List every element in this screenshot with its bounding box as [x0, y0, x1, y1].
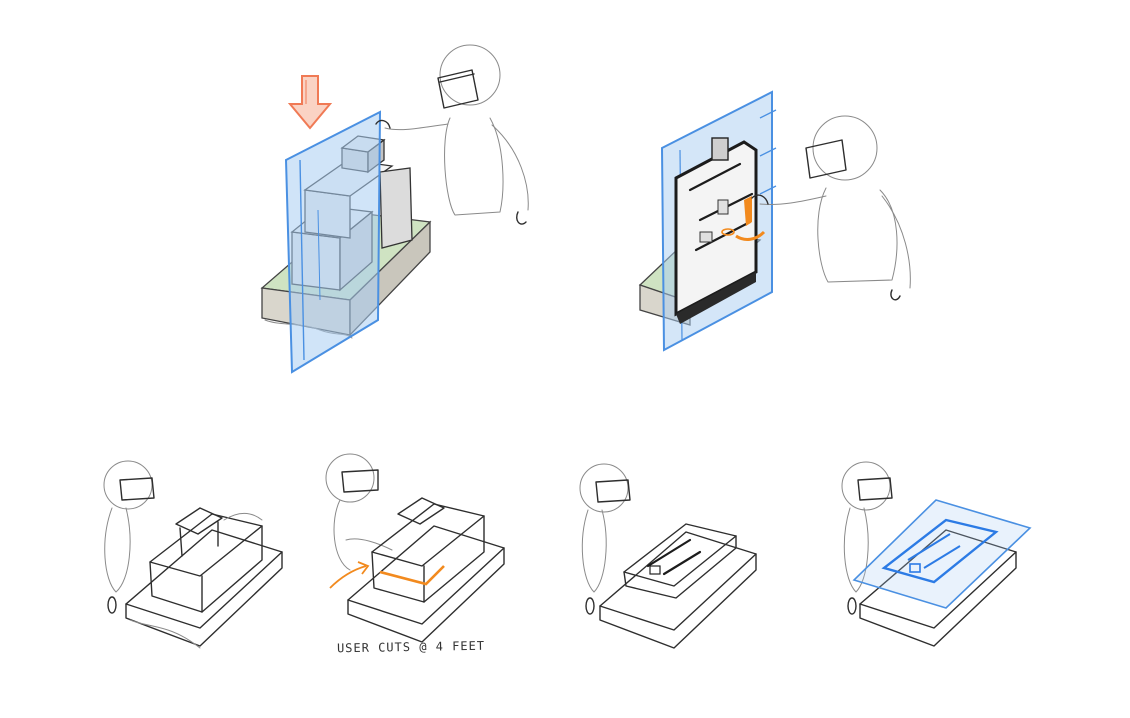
down-arrow-icon — [287, 75, 333, 130]
cut-section — [674, 137, 758, 324]
model-base — [347, 525, 505, 643]
section-plane — [284, 110, 382, 374]
cut-line-marker — [329, 561, 445, 589]
sectioned-model — [881, 518, 999, 584]
storyboard-panel-2 — [325, 453, 505, 643]
vr-user-figure — [751, 115, 911, 301]
section-plane — [852, 499, 1032, 609]
sectioned-model — [623, 523, 737, 599]
panel-2-caption: USER CUTS @ 4 FEET — [336, 638, 486, 656]
vr-user-figure — [841, 461, 893, 615]
building-model — [149, 507, 263, 613]
model-base — [599, 531, 757, 649]
vr-user-figure — [103, 460, 155, 614]
vr-user-figure — [325, 453, 393, 571]
highlight-marker — [721, 196, 766, 241]
storyboard-panel-1 — [103, 460, 283, 649]
storyboard-panel-4 — [841, 461, 1032, 647]
scene-top-right — [638, 90, 911, 352]
vr-user-figure — [579, 463, 631, 615]
building-model — [371, 497, 485, 603]
model-base — [125, 529, 283, 649]
scene-top-left — [260, 44, 529, 374]
plane-direction-arrows — [759, 109, 777, 195]
vr-user-figure — [375, 44, 529, 225]
storyboard-panel-3 — [579, 463, 757, 649]
